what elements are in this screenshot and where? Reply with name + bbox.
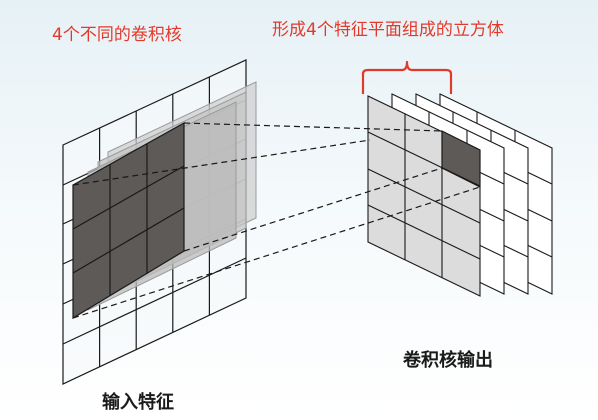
cube-annotation: 形成4个特征平面组成的立方体 — [272, 20, 504, 40]
kernels-annotation: 4个不同的卷积核 — [52, 25, 182, 45]
output-plane-1 — [367, 95, 481, 297]
kernel-output-label: 卷积核输出 — [403, 350, 493, 371]
cube-brace — [361, 60, 453, 94]
input-feature-label: 输入特征 — [102, 392, 174, 413]
projection-lines — [72, 122, 481, 319]
